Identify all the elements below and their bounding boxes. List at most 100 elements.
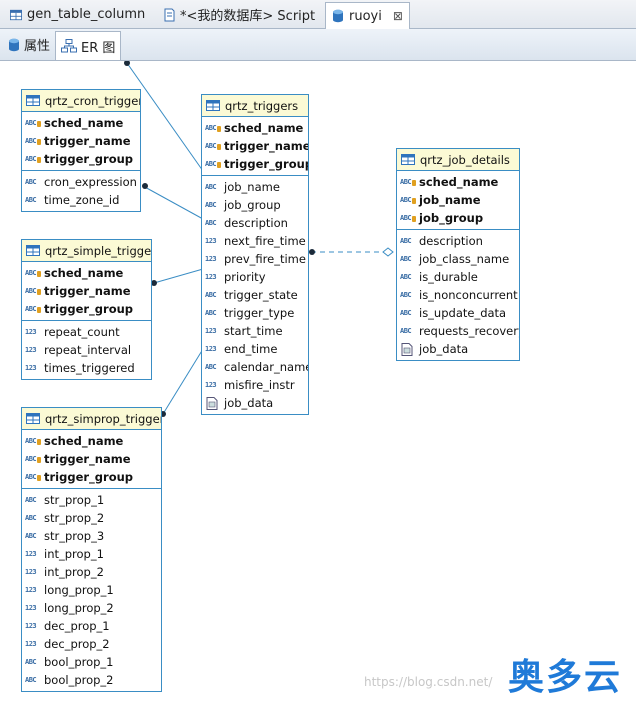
entity-header[interactable]: qrtz_triggers: [202, 95, 308, 117]
column-type-icon: 123: [25, 604, 37, 612]
script-icon: [164, 8, 175, 21]
column-name: prev_fire_time: [224, 252, 306, 266]
column-type-icon: ABC: [400, 273, 412, 281]
column-name: requests_recovery: [419, 324, 519, 338]
tab-ruoyi[interactable]: ruoyi ⊠: [325, 2, 410, 29]
tab-label: ruoyi: [349, 8, 382, 24]
column-row[interactable]: job_data: [397, 340, 519, 358]
entity-header[interactable]: qrtz_simprop_triggers: [22, 408, 161, 430]
column-type-icon: ABC: [400, 255, 412, 263]
column-name: is_update_data: [419, 306, 507, 320]
column-type-icon: ABC: [205, 363, 217, 371]
table-icon: [26, 245, 40, 256]
column-name: calendar_name: [224, 360, 308, 374]
key-column-type-icon: ABC: [25, 473, 41, 481]
column-type-icon: 123: [205, 345, 217, 353]
column-type-icon: 123: [25, 640, 37, 648]
tab-gen-table-column[interactable]: gen_table_column: [4, 2, 151, 27]
link-end-dot: [151, 280, 157, 286]
tab-er-diagram[interactable]: ER 图: [55, 31, 122, 60]
column-row[interactable]: ABC job_class_name: [397, 250, 519, 268]
column-name: trigger_group: [44, 152, 134, 166]
column-row[interactable]: ABC calendar_name: [202, 358, 308, 376]
column-type-icon: ABC: [400, 309, 412, 317]
entity-header[interactable]: qrtz_job_details: [397, 149, 519, 171]
column-name: job_data: [419, 342, 469, 356]
column-name: job_group: [419, 211, 484, 225]
column-type-icon: 123: [205, 327, 217, 335]
tab-script[interactable]: *<我的数据库> Script: [157, 2, 321, 27]
column-name: description: [419, 234, 483, 248]
entity-header[interactable]: qrtz_simple_triggers: [22, 240, 151, 262]
column-row[interactable]: job_data: [202, 394, 308, 412]
column-row[interactable]: ABC is_update_data: [397, 304, 519, 322]
close-icon[interactable]: ⊠: [392, 9, 403, 23]
key-column-type-icon: ABC: [205, 160, 221, 168]
blob-column-icon: [206, 396, 218, 410]
key-column-type-icon: ABC: [25, 137, 41, 145]
tab-properties[interactable]: 属性: [3, 31, 55, 58]
key-column-type-icon: ABC: [205, 124, 221, 132]
column-name: int_prop_1: [44, 547, 104, 561]
column-name: job_class_name: [419, 252, 510, 266]
entity-header[interactable]: qrtz_cron_triggers: [22, 90, 140, 112]
column-name: time_zone_id: [44, 193, 120, 207]
column-name: trigger_state: [224, 288, 298, 302]
